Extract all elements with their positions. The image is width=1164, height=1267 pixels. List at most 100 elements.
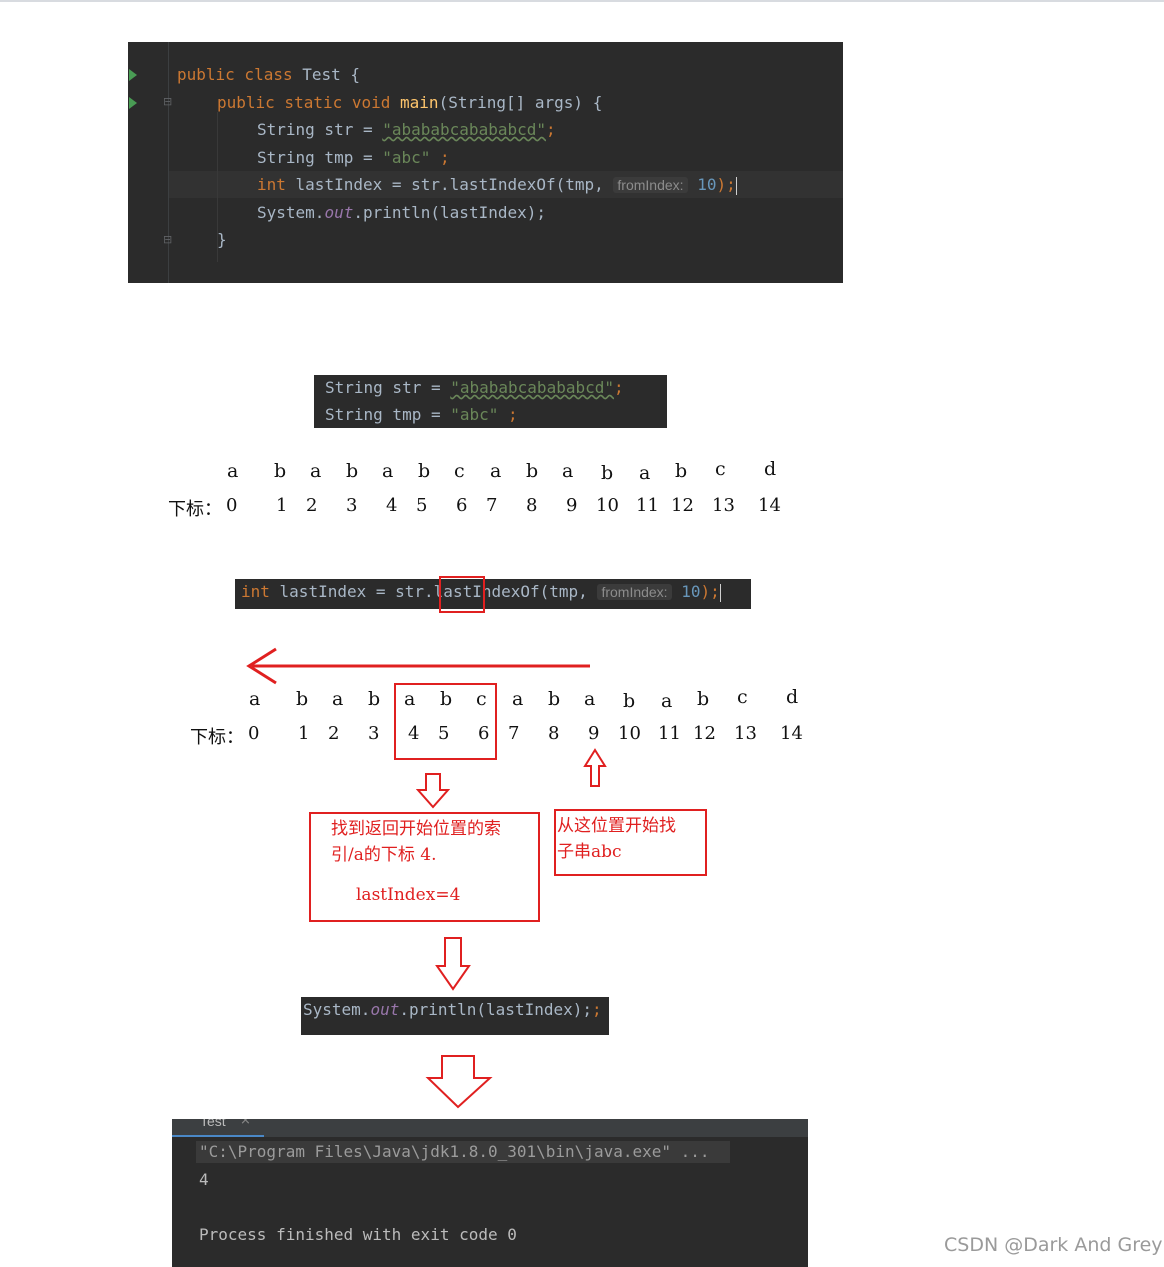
console-tab-bar: Test × [172, 1119, 808, 1137]
index-label: 下标： [168, 499, 222, 520]
sequence-index: 13 [734, 723, 757, 744]
sequence-char: d [764, 458, 777, 480]
sequence-char: a [332, 688, 344, 710]
sequence-char: a [562, 460, 574, 482]
sequence-char: b [548, 688, 561, 710]
sequence-index: 12 [693, 723, 716, 744]
result-text-line2: 引/a的下标 4. [331, 845, 437, 865]
sequence-index: 7 [486, 495, 498, 516]
sequence-char: c [715, 458, 726, 480]
code-line-main: public static void main(String[] args) { [217, 93, 603, 112]
down-arrow-icon [425, 1055, 493, 1109]
sequence-char: c [737, 686, 748, 708]
sequence-index: 12 [671, 495, 694, 516]
sequence-char: b [346, 460, 359, 482]
snippet-line-println: System.out.println(lastIndex);; [303, 1000, 602, 1019]
sequence-index: 3 [368, 723, 380, 744]
sequence-char: a [310, 460, 322, 482]
sequence-char: a [227, 460, 239, 482]
sequence-index: 9 [588, 723, 600, 744]
active-tab-underline [172, 1135, 264, 1137]
command-line-bg [196, 1141, 730, 1163]
result-annotation-box [309, 812, 540, 922]
fold-close-icon[interactable]: ⊟ [163, 233, 173, 246]
sequence-char: d [786, 686, 799, 708]
sequence-index: 0 [226, 495, 238, 516]
down-arrow-icon [435, 937, 471, 991]
sequence-char: b [274, 460, 287, 482]
code-line-str: String str = "abababcabababcd"; [257, 120, 556, 139]
sequence-char: a [249, 688, 261, 710]
console-command: "C:\Program Files\Java\jdk1.8.0_301\bin\… [199, 1142, 710, 1161]
sequence-char: b [418, 460, 431, 482]
sequence-char: b [675, 460, 688, 482]
sequence-index: 4 [408, 723, 420, 744]
sequence-char: c [476, 688, 487, 710]
current-line-highlight [169, 171, 843, 198]
sequence-index: 1 [298, 723, 310, 744]
console-exit-message: Process finished with exit code 0 [199, 1225, 517, 1244]
sequence-char: a [584, 688, 596, 710]
code-editor: ⊟ ⊟ public class Test { public static vo… [128, 42, 843, 283]
sequence-char: a [404, 688, 416, 710]
start-text-line1: 从这位置开始找 [557, 816, 676, 836]
sequence-index: 10 [596, 495, 619, 516]
sequence-char: a [661, 690, 673, 712]
sequence-index: 13 [712, 495, 735, 516]
fold-open-icon[interactable]: ⊟ [163, 95, 173, 108]
sequence-index: 8 [548, 723, 560, 744]
result-text-line1: 找到返回开始位置的索 [331, 819, 501, 839]
sequence-index: 6 [478, 723, 490, 744]
sequence-index: 11 [636, 495, 659, 516]
match-highlight-box [394, 683, 497, 760]
sequence-index: 9 [566, 495, 578, 516]
code-snippet-println: System.out.println(lastIndex);; [301, 997, 609, 1035]
sequence-index: 5 [438, 723, 450, 744]
sequence-index: 14 [780, 723, 803, 744]
indent-guide [217, 112, 218, 262]
sequence-index: 6 [456, 495, 468, 516]
start-annotation-box [554, 809, 707, 876]
sequence-index: 0 [248, 723, 260, 744]
sequence-index: 7 [508, 723, 520, 744]
watermark: CSDN @Dark And Grey [944, 1234, 1163, 1256]
run-console: Test × "C:\Program Files\Java\jdk1.8.0_3… [172, 1119, 808, 1267]
sequence-index: 5 [416, 495, 428, 516]
sequence-index: 10 [618, 723, 641, 744]
sequence-char: b [697, 688, 710, 710]
code-snippet-lastindexof: int lastIndex = str.lastIndexOf(tmp, fro… [235, 579, 751, 609]
sequence-char: a [382, 460, 394, 482]
start-text-line2: 子串abc [557, 842, 622, 862]
sequence-char: b [526, 460, 539, 482]
sequence-char: a [490, 460, 502, 482]
code-line-tmp: String tmp = "abc" ; [257, 148, 450, 167]
highlight-box-last [439, 576, 485, 613]
down-arrow-icon [416, 773, 450, 809]
sequence-index: 4 [386, 495, 398, 516]
up-arrow-icon [583, 748, 607, 787]
param-hint: fromIndex: [613, 177, 688, 193]
close-icon[interactable]: × [240, 1119, 251, 1128]
sequence-index: 3 [346, 495, 358, 516]
code-line-class: public class Test { [177, 65, 361, 84]
sequence-index: 11 [658, 723, 681, 744]
sequence-index: 1 [276, 495, 288, 516]
sequence-char: b [296, 688, 309, 710]
sequence-char: b [623, 690, 636, 712]
sequence-char: b [440, 688, 453, 710]
console-output: 4 [199, 1170, 209, 1189]
run-method-icon[interactable] [129, 97, 137, 109]
run-class-icon[interactable] [129, 69, 137, 81]
text-caret [735, 176, 737, 195]
snippet-line-lastindexof: int lastIndex = str.lastIndexOf(tmp, fro… [241, 582, 721, 602]
code-line-close-brace: } [217, 230, 227, 249]
code-line-lastindex: int lastIndex = str.lastIndexOf(tmp, fro… [257, 175, 737, 195]
console-tab-title[interactable]: Test [200, 1119, 226, 1129]
snippet-line-str: String str = "abababcabababcd"; [325, 378, 624, 397]
sequence-index: 14 [758, 495, 781, 516]
sequence-char: a [639, 462, 651, 484]
sequence-char: b [368, 688, 381, 710]
snippet-line-tmp: String tmp = "abc" ; [325, 405, 518, 424]
sequence-char: b [601, 462, 614, 484]
sequence-char: c [454, 460, 465, 482]
